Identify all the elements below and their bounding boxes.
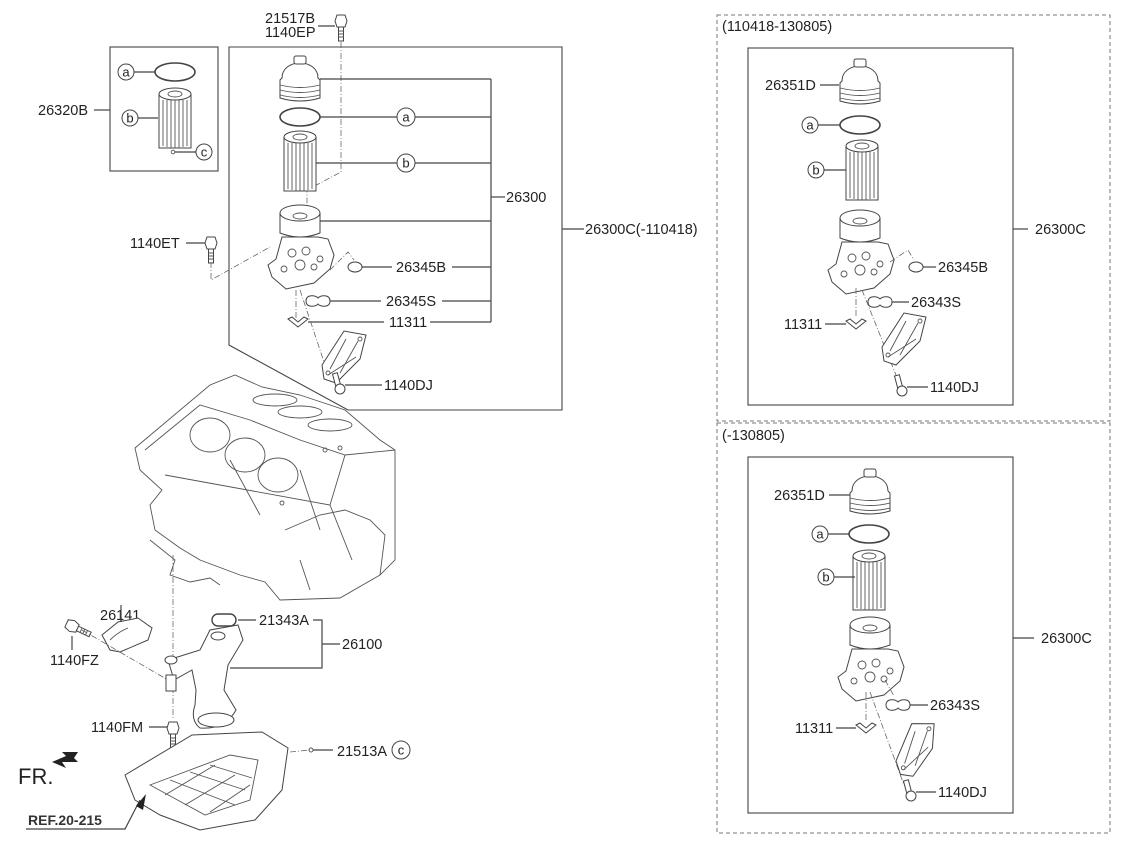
rt-callout-1140dj[interactable]: 1140DJ (930, 380, 979, 396)
callout-26345s[interactable]: 26345S (386, 294, 436, 310)
kit-box (109, 46, 219, 172)
ref-link-20-215[interactable]: REF.20-215 (28, 812, 102, 828)
range-label-110418-130805: (110418-130805) (722, 19, 832, 35)
assembly-label-26300c-top[interactable]: 26300C (1035, 222, 1086, 238)
front-arrow-icon (52, 752, 78, 768)
rb-callout-26351d[interactable]: 26351D (774, 488, 825, 504)
callout-11311[interactable]: 11311 (389, 315, 427, 331)
oil-pan: 21513A c REF.20-215 FR. (18, 731, 411, 831)
variant-panel-110418-130805: (110418-130805) 26300C 26351D a b 26345B… (716, 14, 1111, 422)
rt-callout-a[interactable]: a (806, 118, 814, 133)
kit-callout-b[interactable]: b (126, 111, 133, 126)
main-assembly-panel: 26300C(-110418) 21517B 1140EP a b 26300 … (130, 11, 698, 411)
variant-panel-130805: (-130805) 26300C 26351D a b 26343S 11311… (716, 422, 1111, 834)
callout-1140et[interactable]: 1140ET (130, 236, 180, 252)
kit-panel-26320b: 26320B a b c (38, 46, 219, 172)
rt-callout-b[interactable]: b (812, 163, 819, 178)
range-label-130805: (-130805) (722, 428, 785, 444)
rt-callout-26351d[interactable]: 26351D (765, 78, 816, 94)
callout-1140dj[interactable]: 1140DJ (384, 378, 433, 394)
callout-26100[interactable]: 26100 (342, 637, 382, 653)
rb-callout-26343s[interactable]: 26343S (930, 698, 980, 714)
main-callout-b[interactable]: b (402, 156, 409, 171)
main-box (228, 46, 563, 411)
rt-callout-11311[interactable]: 11311 (784, 317, 822, 333)
rb-callout-a[interactable]: a (816, 527, 824, 542)
callout-21513a[interactable]: 21513A (337, 744, 387, 760)
rb-callout-b[interactable]: b (822, 570, 829, 585)
callout-1140fz[interactable]: 1140FZ (50, 653, 99, 669)
callout-21517b[interactable]: 21517B (265, 11, 315, 27)
rb-callout-1140dj[interactable]: 1140DJ (938, 785, 987, 801)
rt-callout-26345b[interactable]: 26345B (938, 260, 988, 276)
drain-callout-c[interactable]: c (398, 743, 405, 758)
kit-callout-c[interactable]: c (201, 145, 208, 160)
oil-pump-group: 26141 1140FZ 21343A 26100 1140FM (50, 555, 382, 749)
callout-21343a[interactable]: 21343A (259, 613, 309, 629)
assembly-label-26300c-bottom[interactable]: 26300C (1041, 631, 1092, 647)
front-indicator: FR. (18, 764, 53, 789)
engine-block (134, 374, 396, 601)
callout-1140fm[interactable]: 1140FM (91, 720, 143, 736)
callout-1140ep[interactable]: 1140EP (265, 25, 316, 41)
main-callout-a[interactable]: a (402, 110, 410, 125)
callout-26345b[interactable]: 26345B (396, 260, 446, 276)
rb-callout-11311[interactable]: 11311 (795, 721, 833, 737)
kit-label[interactable]: 26320B (38, 103, 88, 119)
sub-assembly-label-26300[interactable]: 26300 (506, 190, 546, 206)
assembly-label-26300c-110418[interactable]: 26300C(-110418) (585, 222, 698, 238)
kit-callout-a[interactable]: a (122, 65, 130, 80)
rt-callout-26343s[interactable]: 26343S (911, 295, 961, 311)
